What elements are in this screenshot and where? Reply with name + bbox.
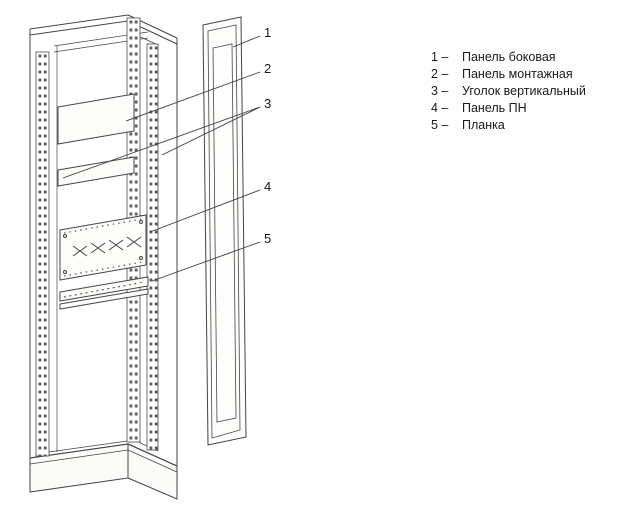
callout-number-2: 2 <box>264 61 271 76</box>
legend-item-label: Панель ПН <box>462 101 527 115</box>
callout-number-5: 5 <box>264 231 271 246</box>
legend-item-label: Уголок вертикальный <box>462 84 586 98</box>
legend-item-label: Панель монтажная <box>462 67 573 81</box>
callout-leaders <box>62 35 261 282</box>
legend-item-label: Планка <box>462 118 505 132</box>
legend-item-side-panel: 1 – Панель боковая <box>431 49 586 66</box>
vertical-angle-back-right <box>146 43 159 451</box>
mounting-panel <box>57 93 135 145</box>
legend-item-number: 1 – <box>431 50 449 64</box>
side-panel <box>202 16 247 446</box>
callout-number-4: 4 <box>264 179 271 194</box>
legend-item-number: 2 – <box>431 67 449 81</box>
vertical-angle-left <box>35 51 50 457</box>
callout-4-leader <box>149 189 261 233</box>
legend-item-number: 4 – <box>431 101 449 115</box>
callout-3-leader-b <box>62 106 261 179</box>
base-plinth <box>29 443 178 500</box>
callout-3-leader-a <box>161 106 261 156</box>
panel-pn <box>59 214 147 281</box>
callout-2-leader <box>125 71 261 122</box>
legend: 1 – Панель боковая 2 – Панель монтажная … <box>431 49 586 134</box>
legend-item-vertical-angle: 3 – Уголок вертикальный <box>431 83 586 100</box>
callout-number-1: 1 <box>264 25 271 40</box>
callout-1-leader <box>232 35 261 48</box>
callout-number-3: 3 <box>264 96 271 111</box>
legend-item-mounting-panel: 2 – Панель монтажная <box>431 66 586 83</box>
plank <box>59 276 149 310</box>
legend-item-panel-pn: 4 – Панель ПН <box>431 100 586 117</box>
legend-item-label: Панель боковая <box>462 50 556 64</box>
legend-item-plank: 5 – Планка <box>431 117 586 134</box>
callout-5-leader <box>151 241 261 282</box>
legend-item-number: 5 – <box>431 118 449 132</box>
panel-pn-x-knockouts <box>72 236 142 257</box>
legend-item-number: 3 – <box>431 84 449 98</box>
mounting-panel-lower <box>57 156 135 187</box>
callout-numbers: 1 2 3 4 5 <box>264 25 271 246</box>
